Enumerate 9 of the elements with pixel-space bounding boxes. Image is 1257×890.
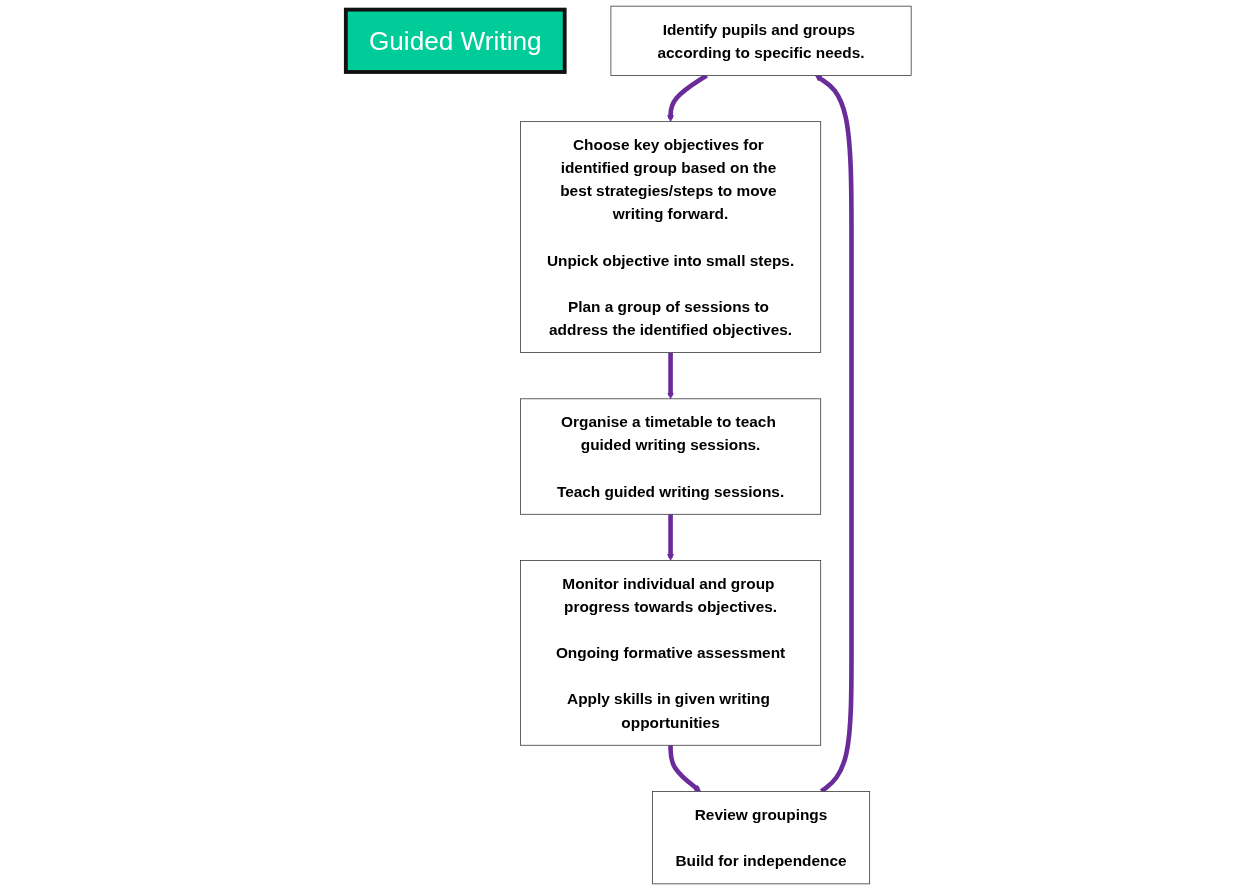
node-box: Review groupings Build for independence bbox=[652, 791, 871, 885]
node-box: Organise a timetable to teach guided writing sessions. Teach guided writing sessions. bbox=[520, 398, 822, 515]
arrow bbox=[667, 352, 674, 400]
node-box: Choose key objectives for identified group based on the best strategies/steps to move writing forward. Unpick objective into small steps. Plan a group of sessions to address the identified objectives. bbox=[520, 121, 822, 353]
node-box: Guided Writing bbox=[343, 7, 567, 74]
arrow bbox=[667, 514, 674, 561]
arrow bbox=[668, 745, 701, 792]
node-box: Identify pupils and groups according to specific needs. bbox=[610, 5, 912, 76]
node-box: Monitor individual and group progress towards objectives. Ongoing formative assessment Apply skills in given writing opportunities bbox=[520, 560, 822, 746]
